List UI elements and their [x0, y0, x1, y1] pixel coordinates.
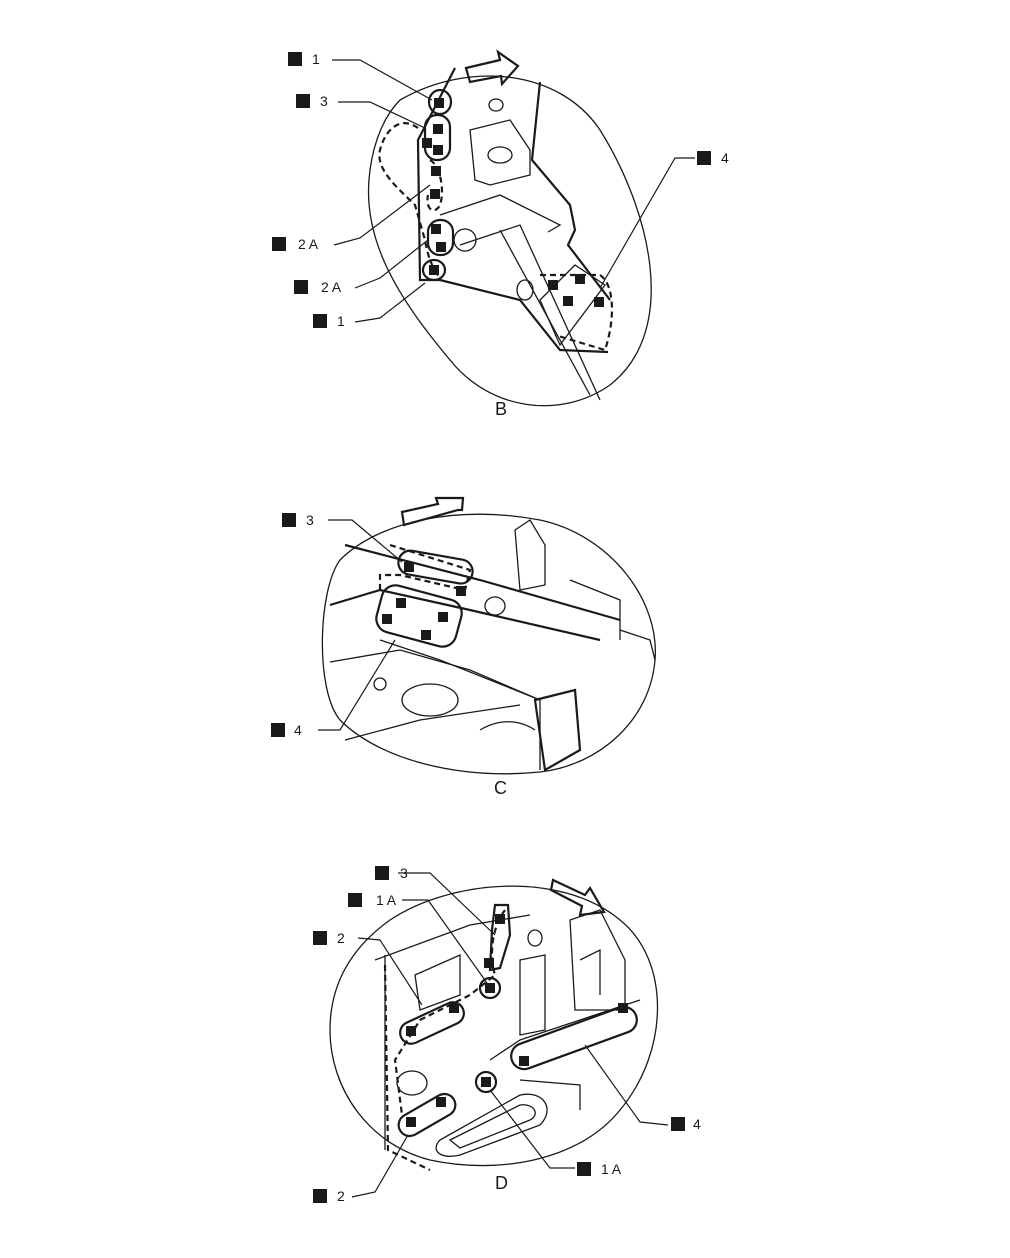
callout-marker-icon [296, 94, 310, 108]
callout-marker-icon [288, 52, 302, 66]
callout-label: 2A [321, 279, 344, 295]
callout-marker-icon [271, 723, 285, 737]
direction-arrow-icon [400, 496, 465, 527]
callout-marker-icon [697, 151, 711, 165]
callout-marker-icon [294, 280, 308, 294]
callout-label: 4 [721, 150, 732, 166]
callout-label: 1 [312, 51, 323, 67]
callout-label: 4 [294, 722, 305, 738]
callout-label: 1A [376, 892, 399, 908]
callout-marker-icon [375, 866, 389, 880]
callout-label: 1 [337, 313, 348, 329]
view-c: 3 4 C [271, 496, 656, 798]
callout-label: 2 [337, 930, 348, 946]
view-b-frame [367, 75, 652, 407]
direction-arrow-icon [549, 878, 606, 917]
callout-label: 3 [320, 93, 331, 109]
callout-label: 1A [601, 1161, 624, 1177]
view-d: 3 1A 2 4 1A 2 D [313, 865, 704, 1204]
view-caption: D [495, 1173, 508, 1193]
callout-label: 2A [298, 236, 321, 252]
callout-marker-icon [313, 314, 327, 328]
callout-marker-icon [348, 893, 362, 907]
callout-marker-icon [282, 513, 296, 527]
view-caption: C [494, 778, 507, 798]
callout-label: 3 [306, 512, 317, 528]
view-b: 1 3 2A 2A 1 4 B [272, 49, 732, 419]
view-c-frame [321, 513, 656, 775]
callout-marker-icon [313, 1189, 327, 1203]
callout-label: 4 [693, 1116, 704, 1132]
callout-marker-icon [577, 1162, 591, 1176]
callout-marker-icon [313, 931, 327, 945]
callout-marker-icon [272, 237, 286, 251]
view-d-frame [329, 885, 659, 1167]
direction-arrow-icon [464, 49, 520, 87]
view-caption: B [495, 399, 507, 419]
callout-label: 2 [337, 1188, 348, 1204]
callout-label: 3 [400, 865, 411, 881]
callout-marker-icon [671, 1117, 685, 1131]
